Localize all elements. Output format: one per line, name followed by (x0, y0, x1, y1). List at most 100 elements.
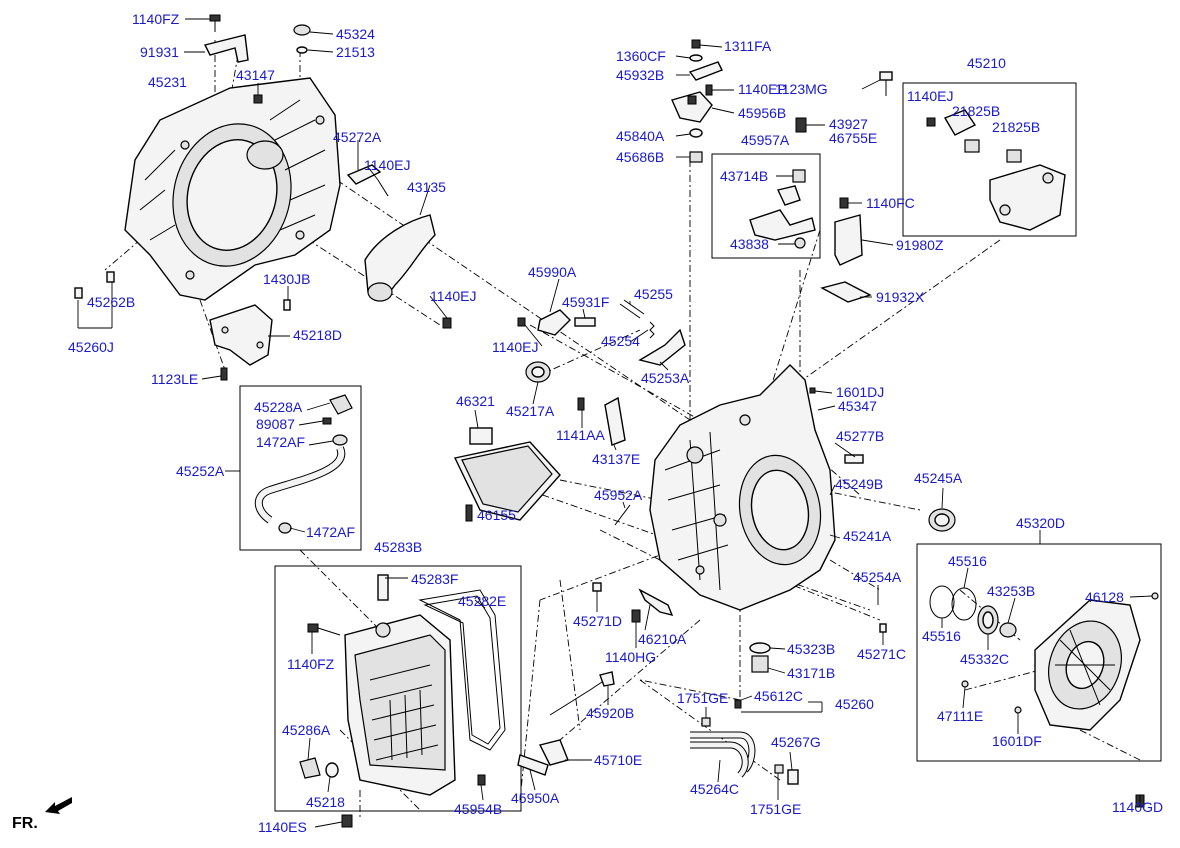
label-45260J: 45260J (68, 339, 114, 355)
label-21513: 21513 (336, 44, 375, 60)
label-46128: 46128 (1085, 589, 1124, 605)
sensor-46210A (631, 588, 674, 623)
seal-45245A (928, 508, 956, 532)
label-45249B: 45249B (835, 476, 883, 492)
label-45990A: 45990A (528, 264, 577, 280)
leader-lines (77, 18, 1153, 828)
lever-45932B (688, 61, 723, 81)
label-45271C: 45271C (857, 646, 906, 662)
label-front-direction: FR. (12, 815, 38, 832)
label-45686B: 45686B (616, 149, 664, 165)
bolt-1140FZ-top (209, 14, 221, 32)
label-45324: 45324 (336, 26, 375, 42)
label-1140FZ-top: 1140FZ (132, 11, 180, 27)
bolt-1141AA (577, 397, 585, 411)
pin-45952A (614, 504, 631, 526)
bracket-91980Z (834, 214, 863, 266)
label-45254: 45254 (601, 333, 640, 349)
bolt-1140EP (705, 84, 713, 96)
converter-housing-45231 (124, 77, 341, 301)
lever-45253A (638, 328, 686, 366)
label-1140ES: 1140ES (258, 819, 307, 835)
label-43171B: 43171B (787, 665, 835, 681)
label-45612C: 45612C (754, 688, 803, 704)
label-1123LE: 1123LE (151, 371, 198, 387)
switch-45956B (671, 91, 713, 123)
label-45272A: 45272A (333, 129, 382, 145)
group-box-45283B (274, 565, 522, 812)
label-45231: 45231 (148, 74, 187, 90)
label-43135: 43135 (407, 179, 446, 195)
oil-pan-45283B (344, 574, 456, 796)
label-45920B: 45920B (586, 705, 634, 721)
cover-43135 (364, 214, 436, 302)
label-46210A: 46210A (638, 631, 687, 647)
label-45516-b: 45516 (922, 628, 961, 644)
label-1140EP: 1140EP (738, 81, 787, 97)
label-45218D: 45218D (293, 327, 342, 343)
label-43253B: 43253B (987, 583, 1035, 599)
label-45210: 45210 (967, 55, 1006, 71)
label-45254A: 45254A (853, 569, 902, 585)
bolt-1140FC (839, 197, 849, 209)
label-47111E: 47111E (937, 708, 983, 724)
front-arrow-icon (45, 797, 72, 814)
bushing-45686B (689, 151, 703, 163)
bolt-1601DJ (809, 387, 816, 394)
bolts-45262B (74, 271, 115, 299)
label-1123MG: 1123MG (775, 81, 828, 97)
label-45710E: 45710E (594, 752, 642, 768)
label-43714B: 43714B (720, 168, 768, 184)
guide-43137E (604, 396, 626, 446)
bolt-46155 (465, 504, 473, 522)
label-45332C: 45332C (960, 651, 1009, 667)
label-43927: 43927 (829, 116, 868, 132)
oil-filter-46321 (453, 427, 561, 521)
label-45260: 45260 (835, 696, 874, 712)
bracket-45218D (209, 304, 273, 366)
label-45217A: 45217A (506, 403, 555, 419)
label-45241A: 45241A (843, 528, 892, 544)
group-box-45210 (902, 82, 1077, 237)
label-1472AF-a: 1472AF (256, 434, 305, 450)
label-45283B: 45283B (374, 539, 422, 555)
bracket-91932X (820, 281, 872, 303)
label-21825B-a: 21825B (952, 103, 1000, 119)
label-43838: 43838 (730, 236, 769, 252)
label-45323B: 45323B (787, 641, 835, 657)
pin-45255 (619, 299, 645, 319)
label-1472AF-b: 1472AF (306, 524, 355, 540)
bolt-1140FZ-b (307, 623, 341, 636)
label-45282E: 45282E (458, 593, 506, 609)
seal-45217A (525, 361, 551, 383)
bracket-45272A (346, 164, 389, 197)
label-45347: 45347 (838, 398, 877, 414)
label-91932X: 91932X (876, 289, 925, 305)
bolt-1140ES (341, 814, 353, 828)
label-45952A: 45952A (594, 487, 643, 503)
nut-1311FA (691, 39, 701, 49)
label-45228A: 45228A (254, 399, 303, 415)
pin-1430JB (283, 299, 291, 311)
bracket-91931 (203, 34, 249, 63)
cooler-pipe-45264C (690, 699, 799, 785)
plug-45271D (592, 582, 602, 592)
label-45262B: 45262B (87, 294, 135, 310)
drain-43171B (749, 642, 771, 673)
label-1141AA: 1141AA (556, 427, 605, 443)
label-45255: 45255 (634, 286, 673, 302)
label-89087: 89087 (256, 416, 295, 432)
label-1140GD: 1140GD (1112, 799, 1163, 815)
label-1751GE-a: 1751GE (677, 690, 728, 706)
label-45218: 45218 (306, 794, 345, 810)
label-1140EJ-b: 1140EJ (430, 288, 476, 304)
washer-1360CF (689, 54, 703, 62)
plug-45286A (299, 757, 339, 779)
label-1601DF: 1601DF (992, 733, 1042, 749)
label-45264C: 45264C (690, 781, 739, 797)
label-21825B-b: 21825B (992, 119, 1040, 135)
label-91980Z: 91980Z (896, 237, 944, 253)
label-45252A: 45252A (176, 463, 225, 479)
label-45954B: 45954B (454, 801, 502, 817)
label-1140EJ-d: 1140EJ (492, 339, 538, 355)
